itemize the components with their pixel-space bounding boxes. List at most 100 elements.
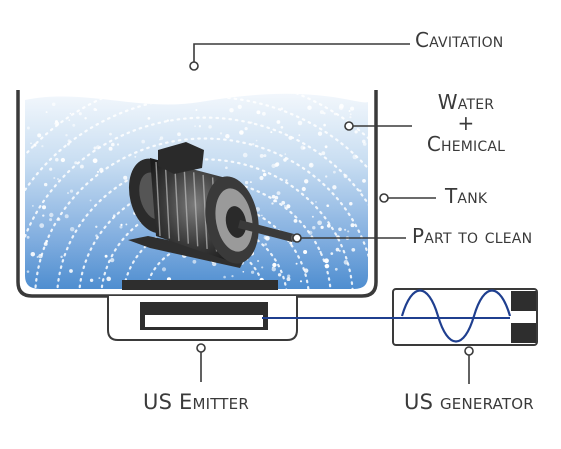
bubble bbox=[111, 142, 115, 147]
motor-fin bbox=[202, 174, 208, 249]
bubble bbox=[49, 212, 54, 218]
bubble bbox=[286, 204, 291, 209]
bubble bbox=[231, 274, 234, 278]
bubble bbox=[287, 274, 291, 278]
bubble bbox=[244, 180, 249, 185]
bubble bbox=[303, 268, 309, 273]
bubble bbox=[301, 186, 306, 192]
bubble bbox=[262, 172, 267, 177]
bubble bbox=[141, 139, 146, 144]
bubble bbox=[354, 130, 358, 134]
bubble bbox=[49, 167, 53, 171]
bubble bbox=[78, 112, 82, 116]
bubble bbox=[43, 242, 48, 246]
bubble bbox=[264, 243, 267, 246]
bubble bbox=[344, 228, 347, 231]
bubble bbox=[249, 181, 252, 184]
bubble bbox=[161, 267, 167, 272]
bubble bbox=[333, 112, 337, 116]
bubble bbox=[89, 199, 92, 202]
bubble bbox=[285, 179, 288, 182]
bubble bbox=[300, 145, 305, 150]
bubble bbox=[42, 214, 45, 217]
bubble bbox=[349, 116, 352, 119]
bubble bbox=[79, 164, 84, 169]
bubble bbox=[38, 253, 43, 259]
bubble bbox=[49, 218, 53, 222]
label-part-to-clean: Part to clean bbox=[412, 224, 533, 248]
bubble bbox=[333, 170, 336, 174]
bubble bbox=[284, 153, 287, 155]
motor-fin bbox=[164, 164, 171, 239]
bubble bbox=[350, 223, 355, 228]
bubble bbox=[96, 170, 100, 173]
bubble bbox=[343, 259, 349, 265]
bubble bbox=[288, 135, 293, 140]
bubble bbox=[297, 120, 303, 126]
bubble bbox=[45, 239, 49, 243]
bubble bbox=[308, 230, 313, 235]
leader-cavitation bbox=[193, 43, 410, 66]
bubble bbox=[334, 267, 338, 271]
bubble bbox=[208, 125, 212, 129]
bubble bbox=[99, 167, 104, 173]
bubble bbox=[69, 112, 72, 115]
bubble bbox=[362, 179, 366, 183]
bubble bbox=[51, 102, 56, 107]
bubble bbox=[41, 205, 47, 210]
bubble bbox=[280, 125, 284, 129]
bubble bbox=[303, 249, 308, 255]
bubble bbox=[259, 175, 264, 181]
bubble bbox=[67, 192, 69, 194]
bubble bbox=[92, 158, 98, 164]
bubble bbox=[166, 119, 169, 122]
bubble bbox=[286, 277, 291, 282]
bubble bbox=[159, 136, 164, 140]
bubble bbox=[320, 225, 324, 229]
bubble bbox=[69, 189, 74, 193]
bubble bbox=[242, 152, 248, 158]
bubble bbox=[237, 104, 242, 109]
bubble bbox=[351, 247, 356, 252]
bubble bbox=[41, 145, 44, 148]
bubble bbox=[304, 179, 309, 184]
bubble bbox=[284, 205, 286, 207]
bubble bbox=[198, 125, 202, 128]
bubble bbox=[311, 215, 314, 218]
bubble bbox=[55, 120, 58, 124]
label-us-emitter: US Emitter bbox=[143, 390, 249, 414]
bubble bbox=[55, 157, 59, 162]
bubble bbox=[125, 223, 128, 226]
bubble bbox=[295, 262, 298, 265]
bubble bbox=[123, 175, 128, 180]
bubble bbox=[348, 109, 351, 113]
bubble bbox=[299, 280, 303, 283]
bubble bbox=[239, 130, 244, 135]
bubble bbox=[26, 235, 30, 239]
bubble bbox=[95, 234, 98, 237]
bubble bbox=[270, 131, 273, 134]
bubble bbox=[319, 250, 322, 254]
bubble bbox=[223, 275, 226, 279]
bubble bbox=[93, 146, 97, 150]
bubble bbox=[60, 255, 63, 259]
bubble bbox=[361, 139, 366, 144]
bubble bbox=[338, 227, 342, 232]
bubble bbox=[350, 106, 355, 111]
bubble bbox=[257, 259, 260, 263]
emitter-crystal-window bbox=[145, 315, 263, 327]
bubble bbox=[272, 262, 277, 268]
bubble bbox=[30, 251, 36, 257]
bubble bbox=[74, 161, 78, 165]
bubble bbox=[326, 223, 331, 228]
bubble bbox=[276, 191, 281, 196]
bubble bbox=[36, 256, 39, 258]
bubble bbox=[349, 113, 352, 116]
bubble bbox=[323, 123, 326, 127]
bubble bbox=[32, 205, 34, 207]
bubble bbox=[110, 258, 115, 263]
bubble bbox=[347, 230, 350, 233]
bubble bbox=[242, 270, 245, 273]
